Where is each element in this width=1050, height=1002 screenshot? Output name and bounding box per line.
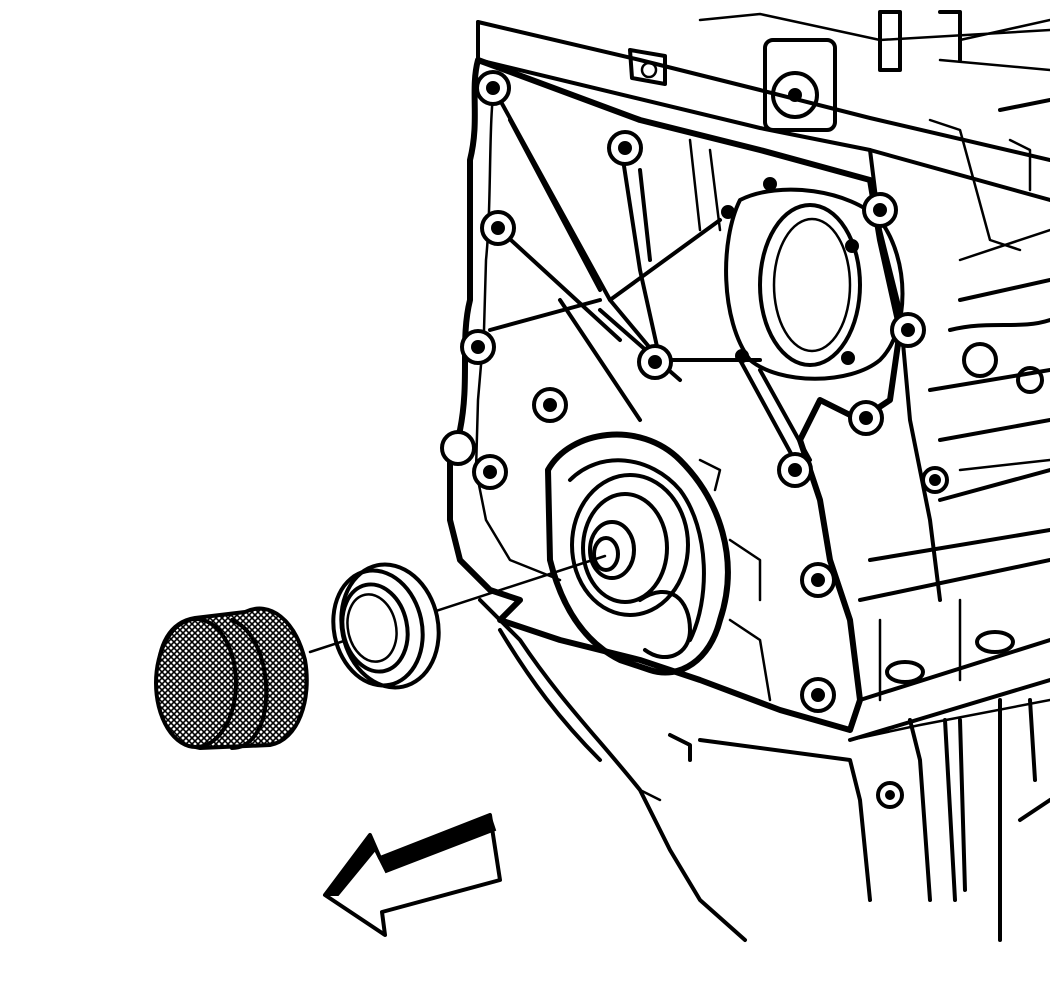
cover-bolts xyxy=(440,70,949,809)
installer-tool xyxy=(154,606,309,750)
oil-pan xyxy=(478,598,1050,942)
arrow-left-icon xyxy=(323,813,502,937)
engine-block xyxy=(476,10,1050,742)
crankshaft-nose xyxy=(588,520,636,580)
oil-seal xyxy=(331,562,441,690)
front-cover xyxy=(440,57,949,809)
